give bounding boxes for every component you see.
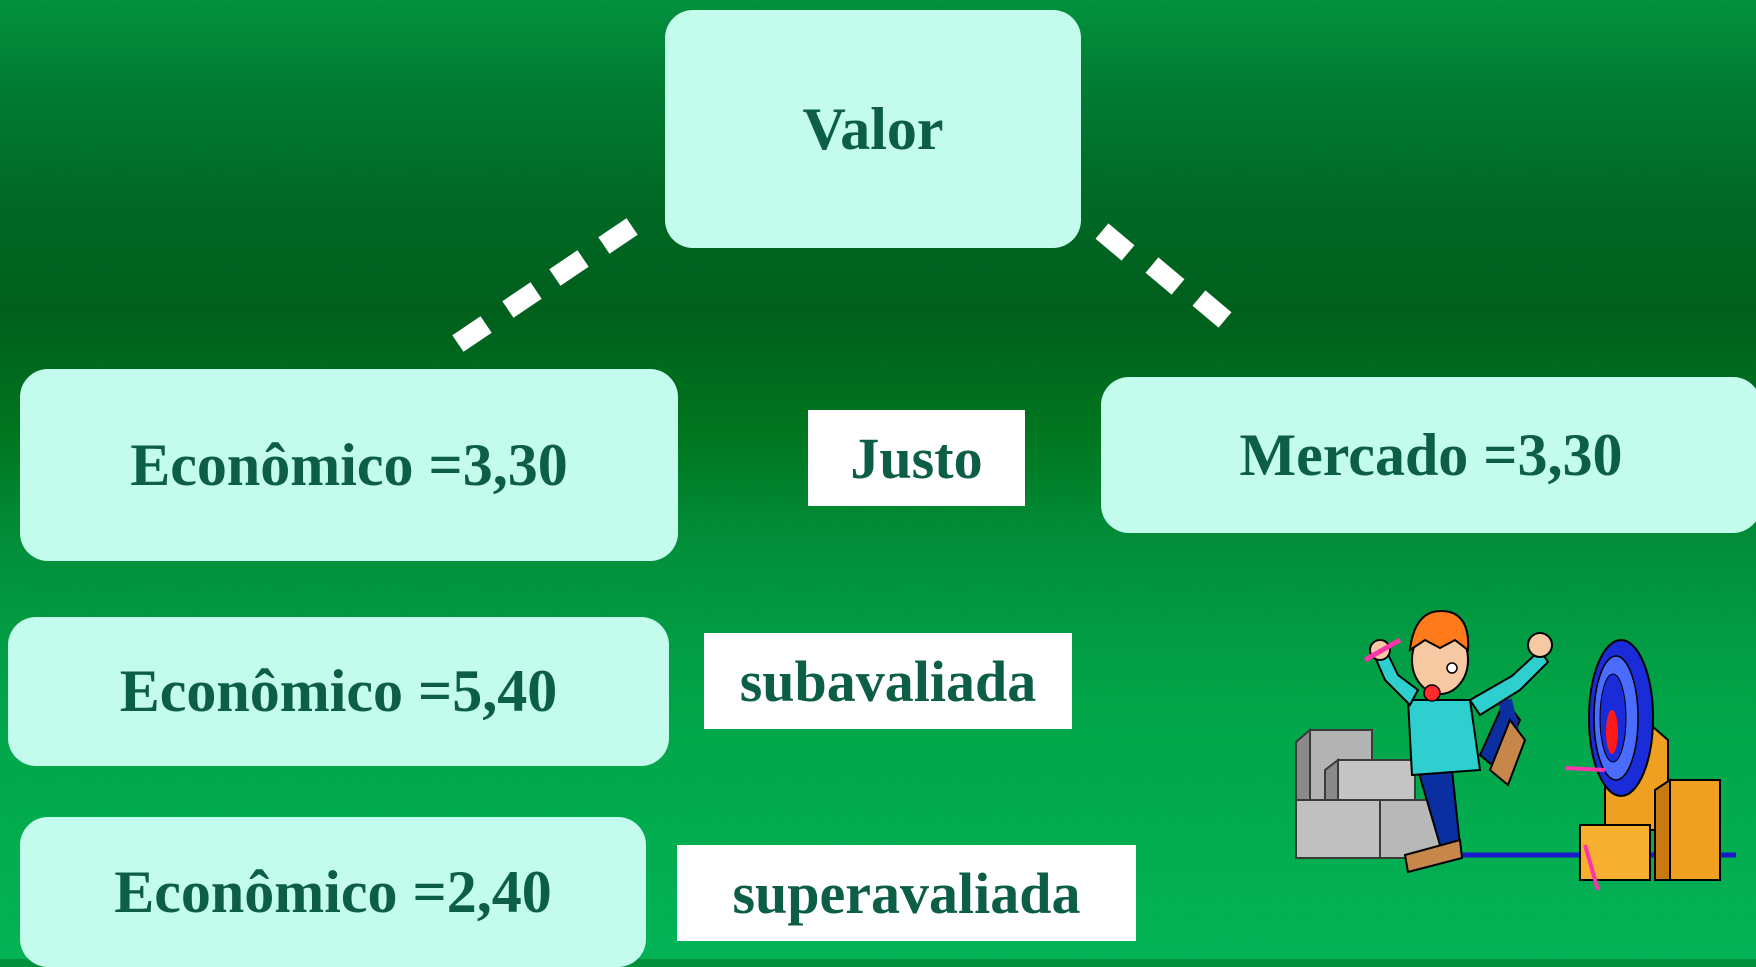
center-tag: Justo xyxy=(808,410,1025,506)
center-tag-label: Justo xyxy=(850,425,983,491)
connector-left-dash xyxy=(598,218,638,254)
connector-left-dash xyxy=(549,250,589,286)
row-tag-label: subavaliada xyxy=(739,648,1037,714)
root-node-label: Valor xyxy=(802,95,944,162)
right-branch-node: Mercado =3,30 xyxy=(1101,377,1756,533)
connector-right-dash xyxy=(1145,257,1185,295)
row-box-label: Econômico =2,40 xyxy=(114,858,552,925)
person-icon xyxy=(1363,610,1553,874)
row-box: Econômico =2,40 xyxy=(20,817,646,967)
blocks-icon xyxy=(1295,727,1441,859)
row-box: Econômico =5,40 xyxy=(8,617,669,766)
connector-right-dash xyxy=(1192,290,1232,328)
connector-left-dash xyxy=(452,316,492,352)
right-branch-label: Mercado =3,30 xyxy=(1239,421,1623,488)
row-tag: superavaliada xyxy=(677,845,1136,941)
row-box-label: Econômico =5,40 xyxy=(119,658,558,724)
connector-right-dash xyxy=(1095,223,1135,261)
row-tag-label: superavaliada xyxy=(732,860,1081,926)
connector-left-dash xyxy=(502,282,542,318)
left-branch-node: Econômico =3,30 xyxy=(20,369,678,561)
left-branch-label: Econômico =3,30 xyxy=(130,431,568,498)
root-node: Valor xyxy=(665,10,1081,248)
target-icon xyxy=(1564,639,1721,891)
row-tag: subavaliada xyxy=(704,633,1072,729)
